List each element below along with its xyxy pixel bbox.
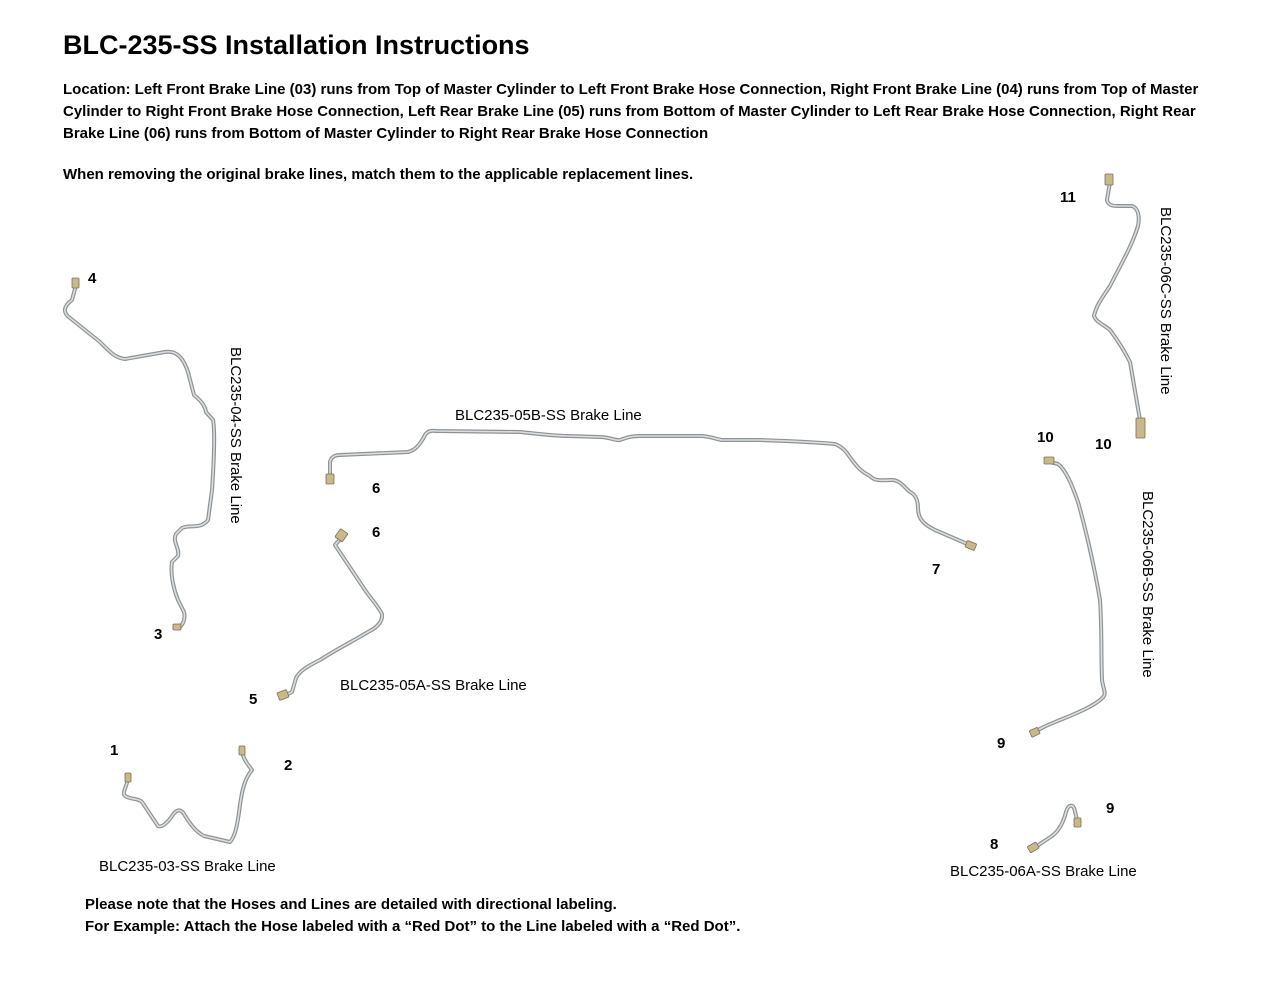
- brake-line-06c-label: BLC235-06C-SS Brake Line: [1157, 207, 1174, 395]
- brake-line-03-drawing: [121, 745, 254, 844]
- line-03-end-number: 2: [284, 757, 293, 774]
- line-06c-end-number: 10: [1095, 436, 1112, 453]
- brake-line-06a-drawing: [1027, 803, 1082, 853]
- brake-line-06c-drawing: [1092, 173, 1146, 439]
- brake-line-06b-label: BLC235-06B-SS Brake Line: [1139, 491, 1156, 678]
- line-03-end-number: 1: [110, 742, 119, 759]
- brake-line-05a-label: BLC235-05A-SS Brake Line: [340, 677, 527, 694]
- line-06c-end-number: 11: [1060, 189, 1076, 206]
- line-05a-end-number: 6: [372, 524, 381, 541]
- page-title: BLC-235-SS Installation Instructions: [63, 30, 530, 60]
- line-05b-end-number: 7: [932, 561, 941, 578]
- footer-line-1: Please note that the Hoses and Lines are…: [85, 896, 617, 913]
- location-description: Location: Left Front Brake Line (03) run…: [63, 81, 1199, 142]
- line-06a-end-number: 8: [990, 836, 999, 853]
- line-06b-end-number: 9: [997, 735, 1006, 752]
- intro-note: When removing the original brake lines, …: [63, 166, 694, 183]
- line-05a-end-number: 5: [249, 691, 258, 708]
- brake-line-06a-label: BLC235-06A-SS Brake Line: [950, 863, 1137, 880]
- footer-note: Please note that the Hoses and Lines are…: [85, 894, 740, 938]
- line-04-end-number: 3: [154, 626, 163, 643]
- brake-line-05b-label: BLC235-05B-SS Brake Line: [455, 407, 642, 424]
- brake-line-06b-drawing: [1029, 456, 1107, 738]
- brake-line-04-label: BLC235-04-SS Brake Line: [227, 347, 244, 524]
- line-06b-end-number: 10: [1037, 429, 1054, 446]
- brake-line-05a-drawing: [276, 528, 385, 701]
- footer-line-2: For Example: Attach the Hose labeled wit…: [85, 918, 741, 935]
- line-05b-end-number: 6: [372, 480, 381, 497]
- line-06a-end-number: 9: [1106, 800, 1115, 817]
- brake-line-05b-drawing: [325, 428, 977, 551]
- brake-line-04-drawing: [63, 277, 217, 631]
- brake-line-03-label: BLC235-03-SS Brake Line: [99, 858, 276, 875]
- line-04-end-number: 4: [88, 270, 97, 287]
